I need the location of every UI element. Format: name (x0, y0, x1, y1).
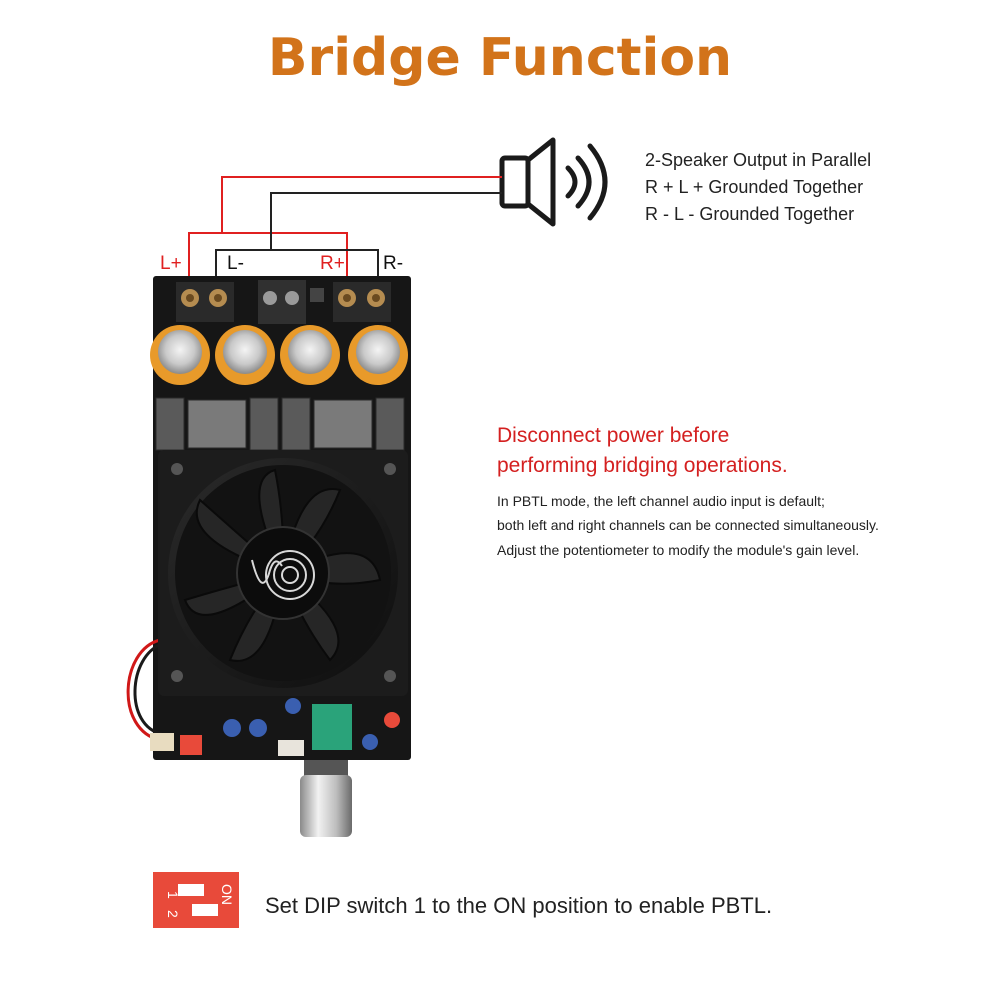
page-title: Bridge Function (267, 28, 733, 88)
fan-logo-icon (251, 550, 315, 600)
warning-line-1: Disconnect power before (497, 424, 730, 447)
dip-on-label: ON (219, 884, 235, 905)
dip-caption: Set DIP switch 1 to the ON position to e… (265, 893, 773, 918)
wire-red (188, 176, 502, 292)
terminal-label-l-plus: L+ (160, 253, 182, 274)
speaker-desc-line-2: R + L + Grounded Together (645, 177, 864, 197)
speaker-desc-line-3: R - L - Grounded Together (645, 204, 855, 224)
terminal-label-l-minus: L- (227, 253, 244, 274)
speaker-desc-line-1: 2-Speaker Output in Parallel (645, 150, 872, 170)
dip-switch (153, 872, 239, 928)
warning-line-2: performing bridging operations. (497, 454, 788, 477)
note-line-2: both left and right channels can be conn… (497, 517, 879, 533)
dip-num-1: 1 (165, 891, 181, 899)
terminal-label-r-plus: R+ (320, 253, 345, 274)
speaker-icon (499, 137, 608, 227)
note-line-3: Adjust the potentiometer to modify the m… (497, 542, 860, 558)
amplifier-board (126, 276, 411, 837)
dip-num-2: 2 (165, 910, 181, 918)
terminal-label-r-minus: R- (383, 253, 404, 274)
note-line-1: In PBTL mode, the left channel audio inp… (497, 493, 825, 509)
